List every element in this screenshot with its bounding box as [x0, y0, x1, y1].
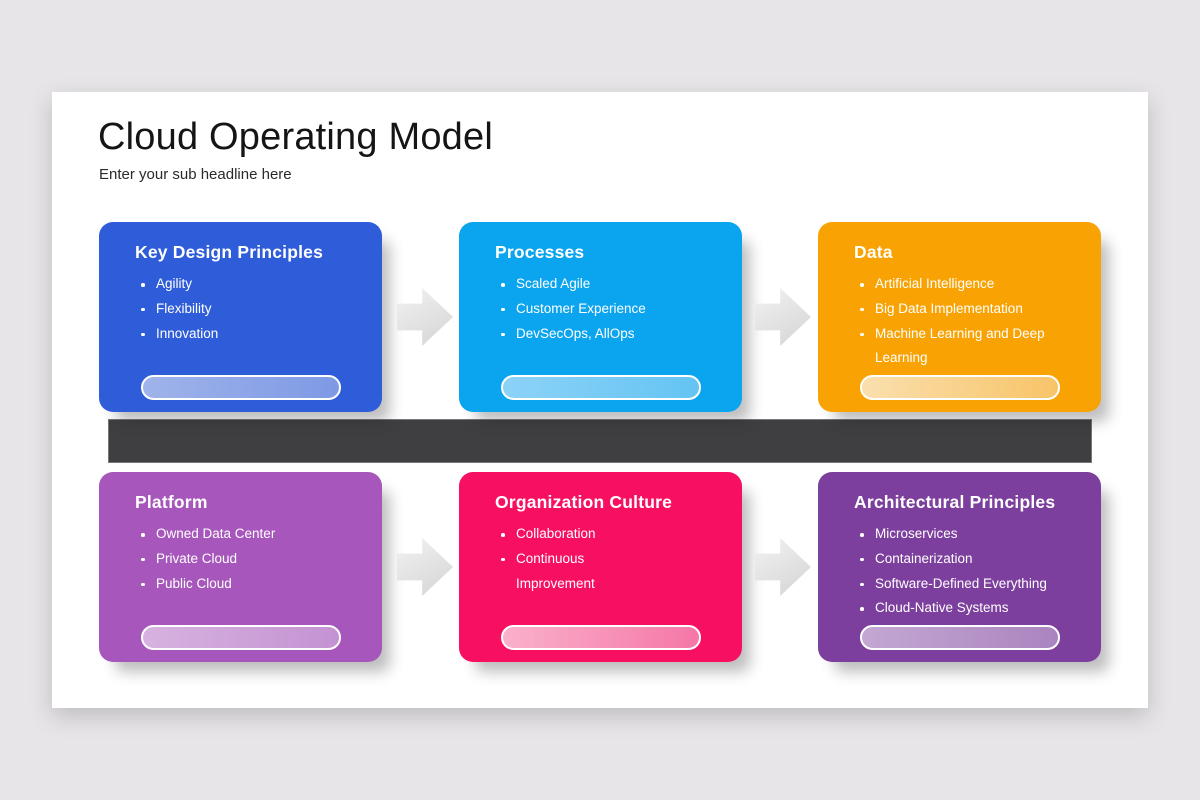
- list-item: Public Cloud: [135, 572, 356, 597]
- bullet-icon: [141, 582, 145, 587]
- card-bullet-list: Scaled Agile Customer Experience DevSecO…: [495, 272, 716, 346]
- card-platform: Platform Owned Data Center Private Cloud…: [99, 472, 382, 662]
- list-item: Innovation: [135, 322, 356, 347]
- bullet-icon: [501, 557, 505, 562]
- list-item: Scaled Agile: [495, 272, 716, 297]
- list-item: Big Data Implementation: [854, 297, 1075, 322]
- list-item: Flexibility: [135, 297, 356, 322]
- list-item-label: Software-Defined Everything: [875, 575, 1047, 591]
- list-item: Software-Defined Everything: [854, 572, 1075, 597]
- list-item-label: DevSecOps, AllOps: [516, 325, 635, 341]
- card-bullet-list: Agility Flexibility Innovation: [135, 272, 356, 346]
- list-item: Machine Learning and Deep Learning: [854, 322, 1075, 372]
- right-arrow-icon: [397, 538, 453, 596]
- list-item-label: Artificial Intelligence: [875, 276, 995, 291]
- card-accent-pill: [140, 375, 341, 400]
- list-item: Private Cloud: [135, 547, 356, 572]
- list-item: Customer Experience: [495, 297, 716, 322]
- card-key-design-principles: Key Design Principles Agility Flexibilit…: [99, 222, 382, 412]
- right-arrow-icon: [755, 288, 811, 346]
- card-bullet-list: Owned Data Center Private Cloud Public C…: [135, 522, 356, 596]
- card-bullet-list: Collaboration Continuous Improvement: [495, 522, 716, 596]
- bullet-icon: [860, 332, 864, 337]
- list-item-label: Private Cloud: [156, 550, 238, 566]
- list-item: DevSecOps, AllOps: [495, 322, 716, 347]
- card-processes: Processes Scaled Agile Customer Experien…: [459, 222, 742, 412]
- bullet-icon: [141, 533, 145, 537]
- list-item-label: Agility: [156, 276, 193, 291]
- bullet-icon: [860, 307, 864, 312]
- list-item-label: Innovation: [156, 325, 219, 341]
- bullet-icon: [860, 557, 864, 562]
- card-title: Architectural Principles: [854, 492, 1056, 512]
- card-title: Platform: [135, 492, 208, 512]
- list-item-label: Continuous Improvement: [516, 550, 595, 591]
- list-item: Owned Data Center: [135, 522, 356, 547]
- list-item-label: Big Data Implementation: [875, 300, 1023, 316]
- list-item-label: Customer Experience: [516, 300, 646, 316]
- bullet-icon: [501, 533, 505, 537]
- card-accent-pill: [859, 375, 1060, 400]
- list-item: Artificial Intelligence: [854, 272, 1075, 297]
- bullet-icon: [141, 307, 145, 312]
- list-item-label: Scaled Agile: [516, 276, 591, 291]
- bullet-icon: [501, 283, 505, 287]
- card-organization-culture: Organization Culture Collaboration Conti…: [459, 472, 742, 662]
- bullet-icon: [501, 332, 505, 337]
- bullet-icon: [141, 332, 145, 337]
- list-item-label: Machine Learning and Deep Learning: [875, 325, 1045, 366]
- card-title: Data: [854, 242, 893, 262]
- list-item-label: Containerization: [875, 550, 973, 566]
- bullet-icon: [860, 582, 864, 587]
- bullet-icon: [860, 607, 864, 611]
- card-accent-pill: [859, 625, 1060, 650]
- card-architectural-principles: Architectural Principles Microservices C…: [818, 472, 1101, 662]
- list-item-label: Cloud-Native Systems: [875, 600, 1009, 616]
- bullet-icon: [860, 533, 864, 537]
- list-item: Collaboration: [495, 522, 716, 547]
- card-data: Data Artificial Intelligence Big Data Im…: [818, 222, 1101, 412]
- card-accent-pill: [140, 625, 341, 650]
- list-item: Cloud-Native Systems: [854, 596, 1075, 621]
- right-arrow-icon: [397, 288, 453, 346]
- card-title: Organization Culture: [495, 492, 673, 512]
- list-item: Microservices: [854, 522, 1075, 547]
- list-item-label: Microservices: [875, 526, 958, 541]
- right-arrow-icon: [755, 538, 811, 596]
- bullet-icon: [501, 307, 505, 312]
- list-item-label: Collaboration: [516, 526, 596, 541]
- card-bullet-list: Artificial Intelligence Big Data Impleme…: [854, 272, 1075, 371]
- bullet-icon: [141, 557, 145, 562]
- card-bullet-list: Microservices Containerization Software-…: [854, 522, 1075, 621]
- list-item-label: Owned Data Center: [156, 526, 276, 541]
- list-item: Agility: [135, 272, 356, 297]
- slide-canvas: Cloud Operating Model Enter your sub hea…: [52, 92, 1148, 708]
- list-item: Continuous Improvement: [495, 547, 716, 597]
- list-item-label: Public Cloud: [156, 575, 232, 591]
- bullet-icon: [860, 283, 864, 287]
- list-item-label: Flexibility: [156, 300, 212, 316]
- card-title: Processes: [495, 242, 585, 262]
- list-item: Containerization: [854, 547, 1075, 572]
- page-title: Cloud Operating Model: [98, 116, 493, 158]
- connector-bar: [108, 419, 1092, 463]
- card-accent-pill: [500, 375, 701, 400]
- page-subtitle: Enter your sub headline here: [99, 166, 292, 183]
- card-title: Key Design Principles: [135, 242, 324, 262]
- card-accent-pill: [500, 625, 701, 650]
- bullet-icon: [141, 283, 145, 287]
